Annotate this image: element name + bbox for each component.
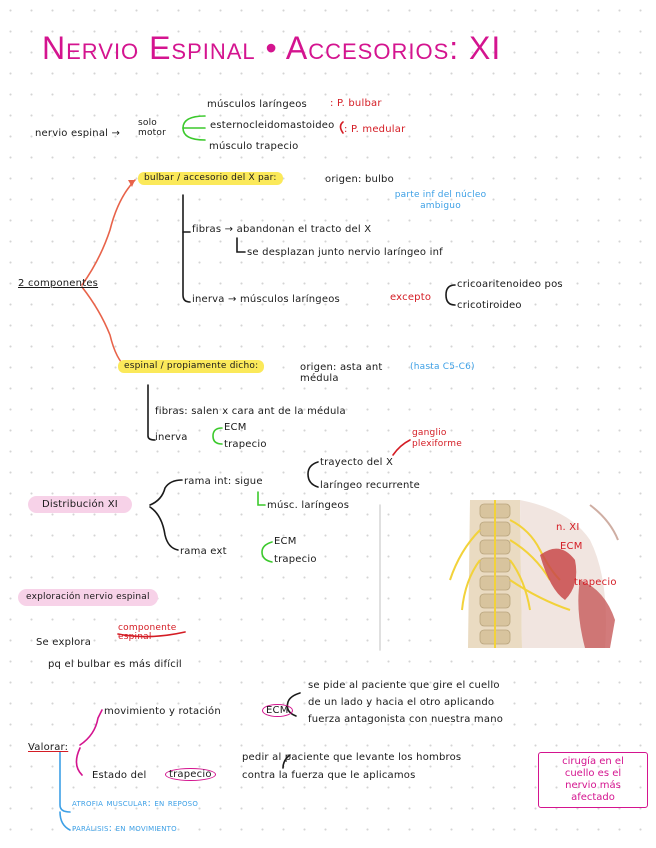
- atrophy-line: atrofia muscular: en reposo: [72, 798, 198, 809]
- spinal-innervates: inerva: [155, 432, 188, 443]
- bulbar-title: bulbar / accesorio del X par:: [138, 172, 283, 185]
- figure-label-nerve: n. XI: [556, 522, 580, 533]
- spinal-fibers: fibras: salen x cara ant de la médula: [155, 406, 346, 417]
- tag-bulbar: : P. bulbar: [330, 98, 382, 109]
- state-label: Estado del: [92, 770, 147, 781]
- state-desc-1: pedir al paciente que levante los hombro…: [242, 752, 461, 763]
- components-label: 2 componentes: [18, 278, 98, 289]
- state-desc-2: contra la fuerza que le aplicamos: [242, 770, 416, 781]
- spinal-title: espinal / propiamente dicho:: [118, 360, 264, 373]
- spinal-muscle-ecm: ECM: [224, 422, 247, 433]
- explore-reason: pq el bulbar es más difícil: [48, 659, 182, 670]
- movement-label: movimiento y rotación: [104, 706, 221, 717]
- surgery-note-box: cirugía en el cuello es el nervio más af…: [538, 752, 648, 808]
- internal-branch: rama int: sigue: [184, 476, 263, 487]
- solo-motor-label: solo motor: [138, 118, 166, 138]
- movement-desc-1: se pide al paciente que gire el cuello: [308, 680, 500, 691]
- bulbar-except: excepto: [390, 292, 431, 303]
- neck-anatomy-illustration: [440, 500, 630, 648]
- figure-label-trapecio: trapecio: [574, 577, 617, 588]
- explore-component: componente espinal: [118, 624, 198, 642]
- explore-text: Se explora: [36, 637, 91, 648]
- ecm-circled: ECM: [262, 704, 293, 717]
- spinal-muscle-trapecio: trapecio: [224, 439, 267, 450]
- spinal-origin: origen: asta ant médula: [300, 362, 410, 384]
- bulbar-origin-note: parte inf del núcleo ambiguo: [388, 190, 493, 212]
- movement-desc-2: de un lado y hacia el otro aplicando: [308, 697, 494, 708]
- except-muscle-1: cricoaritenoideo pos: [457, 279, 563, 290]
- valorar-label: Valorar:: [28, 742, 68, 753]
- bulbar-fibers: fibras → abandonan el tracto del X: [192, 224, 371, 235]
- paralysis-line: parálisis: en movimiento: [72, 823, 177, 834]
- external-target-ecm: ECM: [274, 536, 297, 547]
- except-muscle-2: cricotiroideo: [457, 300, 522, 311]
- movement-desc-3: fuerza antagonista con nuestra mano: [308, 714, 503, 725]
- internal-target-1: trayecto del X: [320, 457, 393, 468]
- tag-medular: : P. medular: [344, 124, 405, 135]
- internal-target-2: laríngeo recurrente: [320, 480, 420, 491]
- nervio-espinal-label: nervio espinal →: [35, 128, 120, 139]
- bulbar-origin: origen: bulbo: [325, 174, 394, 185]
- trapecio-circled: trapecio: [165, 768, 216, 781]
- distribution-label: Distribución XI: [28, 496, 132, 513]
- branch-trapecio: músculo trapecio: [209, 141, 298, 152]
- page-title: Nervio Espinal • Accesorios: XI: [42, 28, 501, 68]
- branch-laringeos: músculos laríngeos: [207, 99, 307, 110]
- spinal-origin-note: (hasta C5-C6): [410, 362, 490, 373]
- figure-label-ecm: ECM: [560, 541, 583, 552]
- branch-ecm: esternocleidomastoideo: [210, 120, 334, 131]
- bulbar-innervates: inerva → músculos laríngeos: [192, 294, 340, 305]
- exploration-label: exploración nervio espinal: [18, 589, 158, 606]
- external-branch: rama ext: [180, 546, 227, 557]
- internal-muscles: músc. laríngeos: [267, 500, 349, 511]
- ganglio-note: ganglio plexiforme: [412, 428, 492, 450]
- bulbar-travel: se desplazan junto nervio laríngeo inf: [247, 247, 443, 258]
- external-target-trapecio: trapecio: [274, 554, 317, 565]
